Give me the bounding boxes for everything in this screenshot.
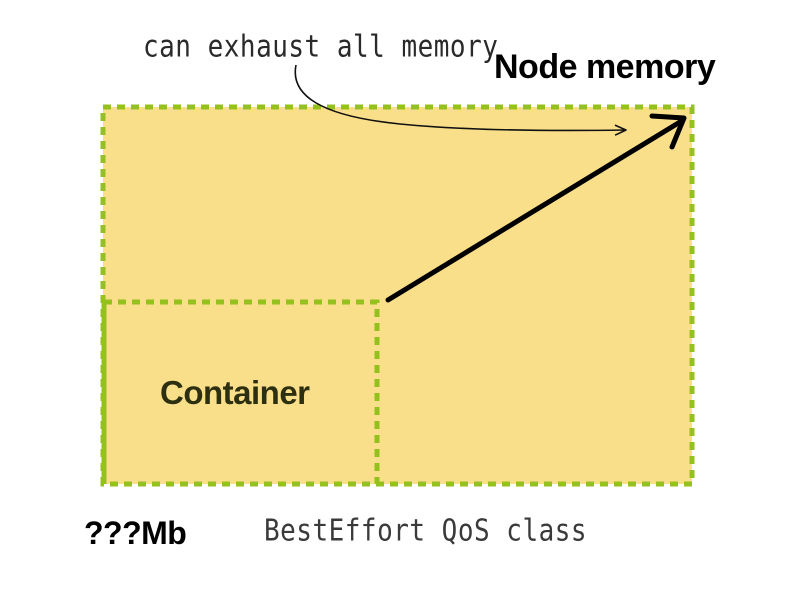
node-memory-title: Node memory (494, 48, 716, 86)
exhaust-memory-annotation: can exhaust all memory (143, 30, 499, 65)
growth-arrow (385, 113, 687, 303)
container-label: Container (160, 374, 310, 411)
qos-class-label: BestEffort QoS class (264, 514, 588, 549)
memory-size-label: ???Mb (84, 515, 187, 551)
container-box (101, 299, 380, 487)
annotation-arrow (294, 64, 627, 136)
